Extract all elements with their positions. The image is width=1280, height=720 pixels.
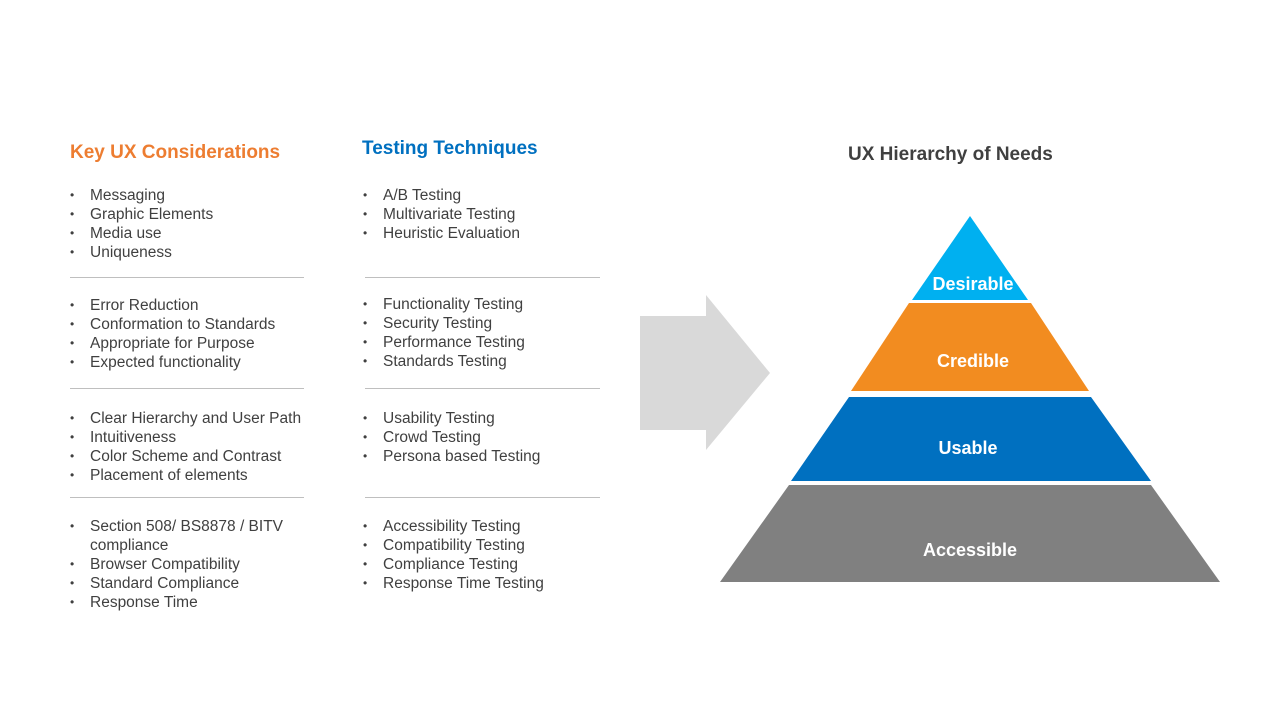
divider (70, 497, 304, 498)
list-item: Persona based Testing (363, 447, 603, 466)
divider (365, 277, 600, 278)
list-item: Crowd Testing (363, 428, 603, 447)
list-item: Placement of elements (70, 466, 320, 485)
considerations-group-3: Clear Hierarchy and User Path Intuitiven… (70, 409, 320, 485)
list-item: Standards Testing (363, 352, 603, 371)
list-item: Compatibility Testing (363, 536, 603, 555)
list-item: Uniqueness (70, 243, 310, 262)
list-item: Functionality Testing (363, 295, 603, 314)
considerations-group-1: Messaging Graphic Elements Media use Uni… (70, 186, 310, 262)
pyramid-level-credible (851, 303, 1089, 391)
list-item: Media use (70, 224, 310, 243)
list-item: Heuristic Evaluation (363, 224, 603, 243)
techniques-title: Testing Techniques (362, 138, 538, 159)
ux-hierarchy-pyramid: Desirable Credible Usable Accessible (720, 216, 1220, 582)
list-item: Expected functionality (70, 353, 310, 372)
list-item: Color Scheme and Contrast (70, 447, 320, 466)
pyramid-label-desirable: Desirable (932, 274, 1013, 294)
techniques-group-4: Accessibility Testing Compatibility Test… (363, 517, 603, 593)
pyramid-label-usable: Usable (938, 438, 997, 458)
techniques-group-2: Functionality Testing Security Testing P… (363, 295, 603, 371)
techniques-group-3: Usability Testing Crowd Testing Persona … (363, 409, 603, 466)
list-item: Messaging (70, 186, 310, 205)
list-item: Performance Testing (363, 333, 603, 352)
considerations-group-4: Section 508/ BS8878 / BITV compliance Br… (70, 517, 295, 612)
divider (70, 277, 304, 278)
list-item: Response Time Testing (363, 574, 603, 593)
list-item: Intuitiveness (70, 428, 320, 447)
list-item: Graphic Elements (70, 205, 310, 224)
list-item: Error Reduction (70, 296, 310, 315)
divider (365, 497, 600, 498)
list-item: A/B Testing (363, 186, 603, 205)
divider (365, 388, 600, 389)
pyramid-level-usable (791, 397, 1151, 481)
list-item: Conformation to Standards (70, 315, 310, 334)
list-item: Accessibility Testing (363, 517, 603, 536)
divider (70, 388, 304, 389)
list-item: Appropriate for Purpose (70, 334, 310, 353)
list-item: Section 508/ BS8878 / BITV compliance (70, 517, 295, 555)
pyramid-label-credible: Credible (937, 351, 1009, 371)
list-item: Multivariate Testing (363, 205, 603, 224)
considerations-title: Key UX Considerations (70, 142, 281, 163)
list-item: Clear Hierarchy and User Path (70, 409, 320, 428)
considerations-group-2: Error Reduction Conformation to Standard… (70, 296, 310, 372)
pyramid-title: UX Hierarchy of Needs (848, 144, 1053, 165)
pyramid-level-desirable (912, 216, 1028, 300)
list-item: Response Time (70, 593, 295, 612)
pyramid-label-accessible: Accessible (923, 540, 1017, 560)
list-item: Security Testing (363, 314, 603, 333)
list-item: Browser Compatibility (70, 555, 295, 574)
pyramid-level-accessible (720, 485, 1220, 582)
right-arrow-icon (640, 295, 770, 450)
techniques-group-1: A/B Testing Multivariate Testing Heurist… (363, 186, 603, 243)
list-item: Standard Compliance (70, 574, 295, 593)
list-item: Compliance Testing (363, 555, 603, 574)
list-item: Usability Testing (363, 409, 603, 428)
